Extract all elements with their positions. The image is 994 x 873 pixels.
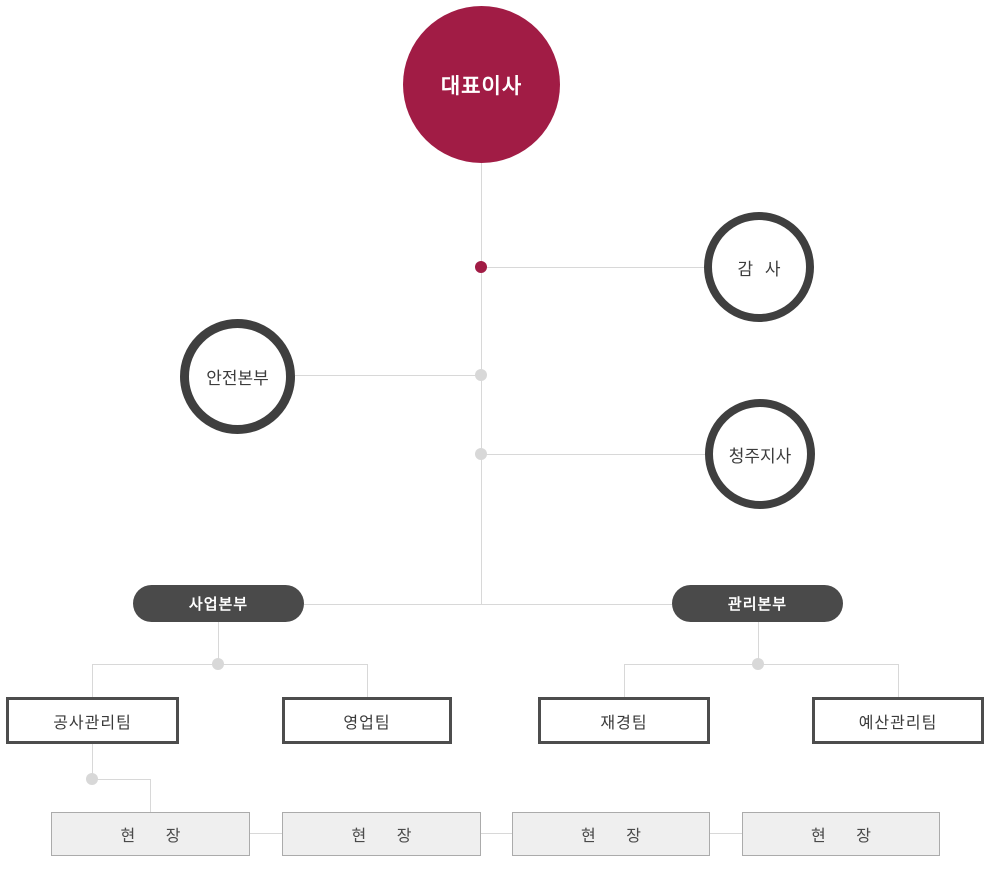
node-safety-hq-label: 안전본부	[206, 369, 269, 388]
connector-to-safety-hq	[295, 375, 481, 376]
node-business-hq-label: 사업본부	[188, 596, 249, 613]
connector-business-branch	[92, 664, 367, 665]
connector-construction-elbow	[92, 779, 150, 780]
node-sales-team: 영업팀	[282, 697, 452, 744]
junction-dot-construction	[86, 773, 98, 785]
node-budget-mgmt-team-label: 예산관리팀	[858, 714, 938, 732]
node-auditor: 감 사	[704, 212, 814, 322]
connector-site2-site3	[481, 833, 512, 834]
node-sales-team-label: 영업팀	[343, 714, 391, 732]
node-site-3: 현 장	[512, 812, 710, 856]
node-finance-team-label: 재경팀	[600, 714, 648, 732]
junction-dot-safety	[475, 369, 487, 381]
node-auditor-label: 감 사	[737, 259, 781, 279]
connector-to-budget-team	[898, 664, 899, 697]
node-site-4: 현 장	[742, 812, 940, 856]
node-site-1: 현 장	[51, 812, 250, 856]
connector-site1-site2	[250, 833, 282, 834]
connector-management-stub	[758, 622, 759, 664]
node-ceo: 대표이사	[403, 6, 560, 163]
junction-dot-cheongju	[475, 448, 487, 460]
connector-hq-horizontal	[304, 604, 672, 605]
node-management-hq-label: 관리본부	[727, 596, 788, 613]
connector-site3-site4	[710, 833, 742, 834]
node-construction-mgmt-team: 공사관리팀	[6, 697, 179, 744]
connector-main-vertical	[481, 163, 482, 605]
connector-construction-down	[92, 744, 93, 779]
node-management-hq: 관리본부	[672, 585, 843, 622]
connector-to-construction-team	[92, 664, 93, 697]
connector-to-auditor	[481, 267, 704, 268]
junction-dot-auditor	[475, 261, 487, 273]
junction-dot-business	[212, 658, 224, 670]
node-safety-hq: 안전본부	[180, 319, 295, 434]
node-cheongju-branch: 청주지사	[705, 399, 815, 509]
connector-to-sales-team	[367, 664, 368, 697]
node-finance-team: 재경팀	[538, 697, 710, 744]
node-construction-mgmt-team-label: 공사관리팀	[53, 714, 132, 732]
junction-dot-management	[752, 658, 764, 670]
node-cheongju-branch-label: 청주지사	[728, 446, 792, 466]
connector-business-stub	[218, 622, 219, 664]
node-site-3-label: 현 장	[581, 828, 641, 845]
connector-to-site1	[150, 779, 151, 812]
node-site-1-label: 현 장	[120, 828, 181, 845]
connector-to-cheongju	[481, 454, 705, 455]
node-business-hq: 사업본부	[133, 585, 304, 622]
node-ceo-label: 대표이사	[440, 74, 523, 98]
node-site-2: 현 장	[282, 812, 481, 856]
node-budget-mgmt-team: 예산관리팀	[812, 697, 984, 744]
node-site-4-label: 현 장	[811, 828, 871, 845]
node-site-2-label: 현 장	[351, 828, 412, 845]
connector-to-finance-team	[624, 664, 625, 697]
